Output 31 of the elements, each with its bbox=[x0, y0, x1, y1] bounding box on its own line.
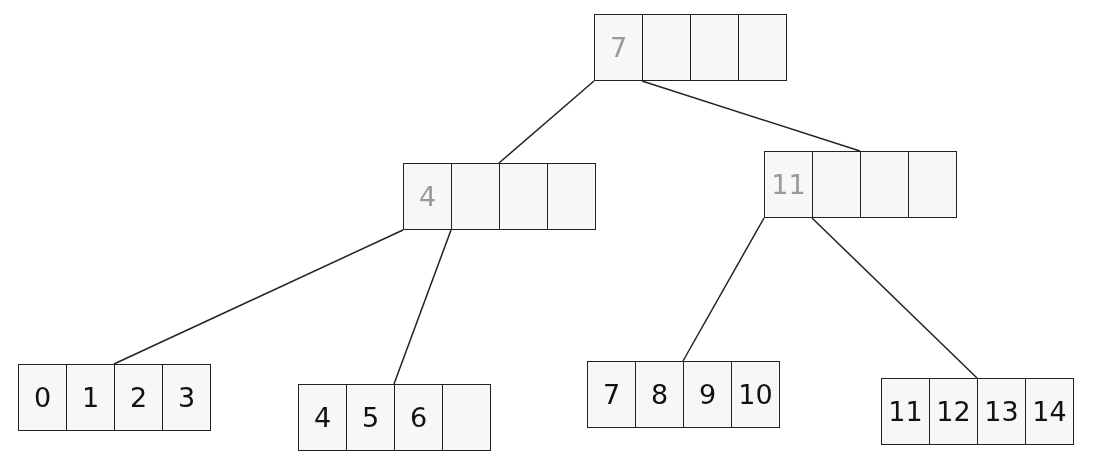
key-slot: 14 bbox=[1025, 378, 1074, 445]
key-slot: 2 bbox=[114, 364, 163, 431]
key-slot: 5 bbox=[346, 384, 395, 451]
key-slot: 4 bbox=[403, 163, 452, 230]
tree-edge bbox=[393, 229, 452, 385]
key-slot: 1 bbox=[66, 364, 115, 431]
tree-node bbox=[298, 384, 491, 451]
tree-node bbox=[403, 163, 596, 230]
key-slot: 6 bbox=[394, 384, 443, 451]
key-slot: 0 bbox=[18, 364, 67, 431]
key-slot: 3 bbox=[162, 364, 211, 431]
tree-node bbox=[881, 378, 1074, 445]
key-slot: 11 bbox=[881, 378, 930, 445]
key-slot: 4 bbox=[298, 384, 347, 451]
tree-edge bbox=[811, 217, 978, 379]
key-slot: 13 bbox=[977, 378, 1026, 445]
key-slot: 11 bbox=[764, 151, 813, 218]
key-slot: 7 bbox=[594, 14, 643, 81]
key-slot: 9 bbox=[683, 361, 732, 428]
key-slot: 12 bbox=[929, 378, 978, 445]
tree-node bbox=[764, 151, 957, 218]
tree-node bbox=[594, 14, 787, 81]
tree-edge bbox=[113, 229, 404, 365]
key-slot: 7 bbox=[587, 361, 636, 428]
tree-node bbox=[18, 364, 211, 431]
key-slot: 8 bbox=[635, 361, 684, 428]
key-slot: 10 bbox=[731, 361, 780, 428]
tree-edge bbox=[498, 80, 595, 164]
tree-node bbox=[587, 361, 780, 428]
tree-edge bbox=[641, 80, 861, 152]
tree-edge bbox=[682, 217, 765, 362]
